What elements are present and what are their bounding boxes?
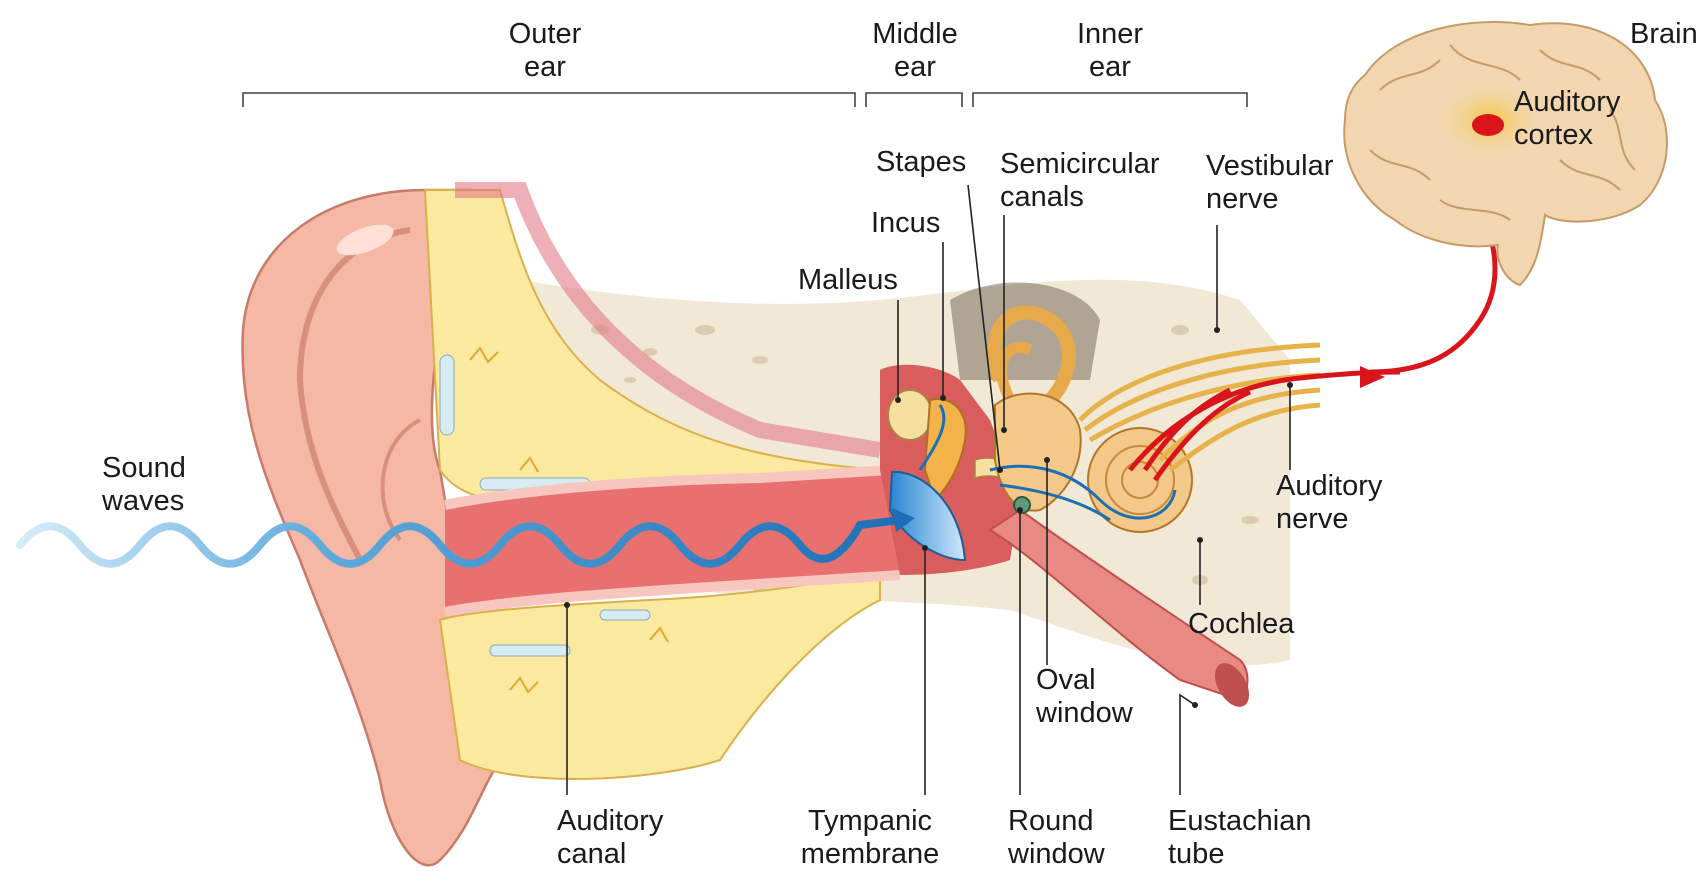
label-auditory-nerve-line2: nerve <box>1276 503 1382 536</box>
section-outer-ear: Outer ear <box>450 18 640 84</box>
section-inner-line1: Inner <box>1040 18 1180 51</box>
label-tympanic-line1: Tympanic <box>775 805 965 838</box>
label-round-window-line2: window <box>1008 838 1105 871</box>
label-vestibular-line1: Vestibular <box>1206 150 1333 183</box>
label-cochlea: Cochlea <box>1188 608 1294 641</box>
label-semicircular-canals: Semicircular canals <box>1000 148 1160 214</box>
label-brain: Brain <box>1630 18 1698 51</box>
label-semicircular-line1: Semicircular <box>1000 148 1160 181</box>
label-eustachian-line2: tube <box>1168 838 1312 871</box>
section-outer-line2: ear <box>450 51 640 84</box>
section-middle-line1: Middle <box>845 18 985 51</box>
section-inner-line2: ear <box>1040 51 1180 84</box>
section-middle-ear: Middle ear <box>845 18 985 84</box>
label-vestibular-line2: nerve <box>1206 183 1333 216</box>
label-eustachian-tube: Eustachian tube <box>1168 805 1312 871</box>
label-malleus: Malleus <box>798 264 898 297</box>
label-round-window: Round window <box>1008 805 1105 871</box>
section-middle-line2: ear <box>845 51 985 84</box>
label-auditory-cortex-line1: Auditory <box>1514 86 1620 119</box>
label-sound-waves-line1: Sound <box>102 452 186 485</box>
label-auditory-canal-line1: Auditory <box>557 805 663 838</box>
auditory-cortex-dot <box>1472 114 1504 136</box>
label-sound-waves: Sound waves <box>102 452 186 518</box>
label-oval-window: Oval window <box>1036 664 1133 730</box>
label-vestibular-nerve: Vestibular nerve <box>1206 150 1333 216</box>
section-inner-ear: Inner ear <box>1040 18 1180 84</box>
section-brackets <box>243 93 1247 107</box>
label-sound-waves-line2: waves <box>102 485 186 518</box>
label-stapes: Stapes <box>876 146 966 179</box>
section-outer-line1: Outer <box>450 18 640 51</box>
label-tympanic-line2: membrane <box>775 838 965 871</box>
middle-ear-bracket <box>866 93 962 107</box>
label-auditory-canal: Auditory canal <box>557 805 663 871</box>
label-eustachian-line1: Eustachian <box>1168 805 1312 838</box>
brain-shape <box>1344 22 1667 285</box>
label-semicircular-line2: canals <box>1000 181 1160 214</box>
label-oval-window-line2: window <box>1036 697 1133 730</box>
label-auditory-cortex-line2: cortex <box>1514 119 1620 152</box>
label-round-window-line1: Round <box>1008 805 1105 838</box>
label-tympanic-membrane: Tympanic membrane <box>775 805 965 871</box>
label-auditory-cortex: Auditory cortex <box>1514 86 1620 152</box>
inner-ear-bracket <box>973 93 1247 107</box>
label-oval-window-line1: Oval <box>1036 664 1133 697</box>
label-auditory-canal-line2: canal <box>557 838 663 871</box>
label-auditory-nerve-line1: Auditory <box>1276 470 1382 503</box>
label-auditory-nerve: Auditory nerve <box>1276 470 1382 536</box>
label-incus: Incus <box>871 207 940 240</box>
outer-ear-bracket <box>243 93 855 107</box>
malleus-shape <box>888 390 932 440</box>
